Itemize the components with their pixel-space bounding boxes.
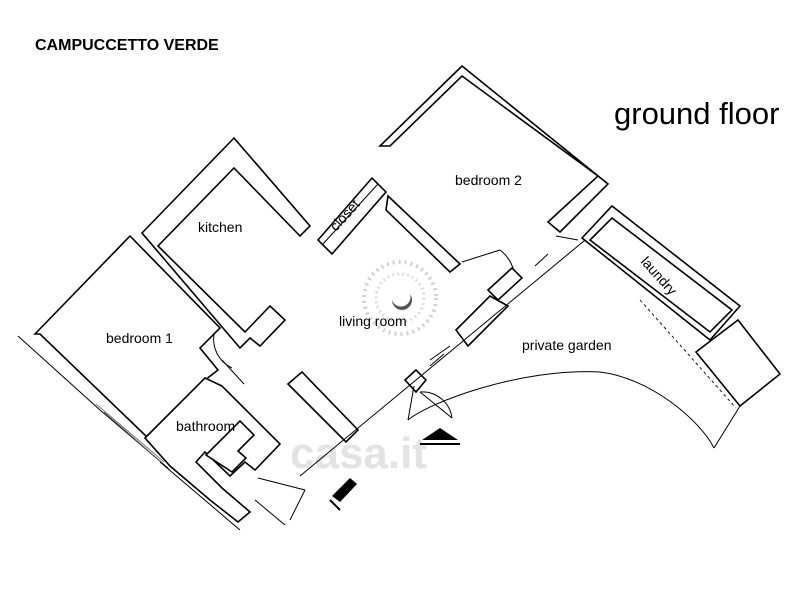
bedroom-2-walls bbox=[378, 64, 610, 302]
kitchen-walls bbox=[140, 136, 312, 350]
bathroom-walls bbox=[143, 377, 306, 531]
floor-label: ground floor bbox=[614, 96, 779, 131]
bedroom-1-door bbox=[213, 333, 245, 385]
room-label-bedroom-2: bedroom 2 bbox=[455, 172, 522, 188]
room-label-private-garden: private garden bbox=[522, 337, 612, 353]
rosette-icon bbox=[362, 260, 438, 336]
room-label-bedroom-1: bedroom 1 bbox=[106, 330, 173, 346]
bedroom-1-walls bbox=[17, 234, 222, 471]
plan-title: CAMPUCCETTO VERDE bbox=[35, 37, 219, 54]
garden-boundary bbox=[299, 235, 741, 477]
entrance-arrow-icon bbox=[329, 478, 357, 511]
room-label-kitchen: kitchen bbox=[198, 219, 242, 235]
entrance-arrow-icon bbox=[420, 428, 460, 445]
watermark: casa.it bbox=[290, 429, 427, 478]
closet-walls bbox=[316, 176, 388, 256]
laundry-walls bbox=[555, 204, 782, 409]
room-label-bathroom: bathroom bbox=[176, 418, 235, 434]
room-label-living-room: living room bbox=[339, 313, 407, 329]
